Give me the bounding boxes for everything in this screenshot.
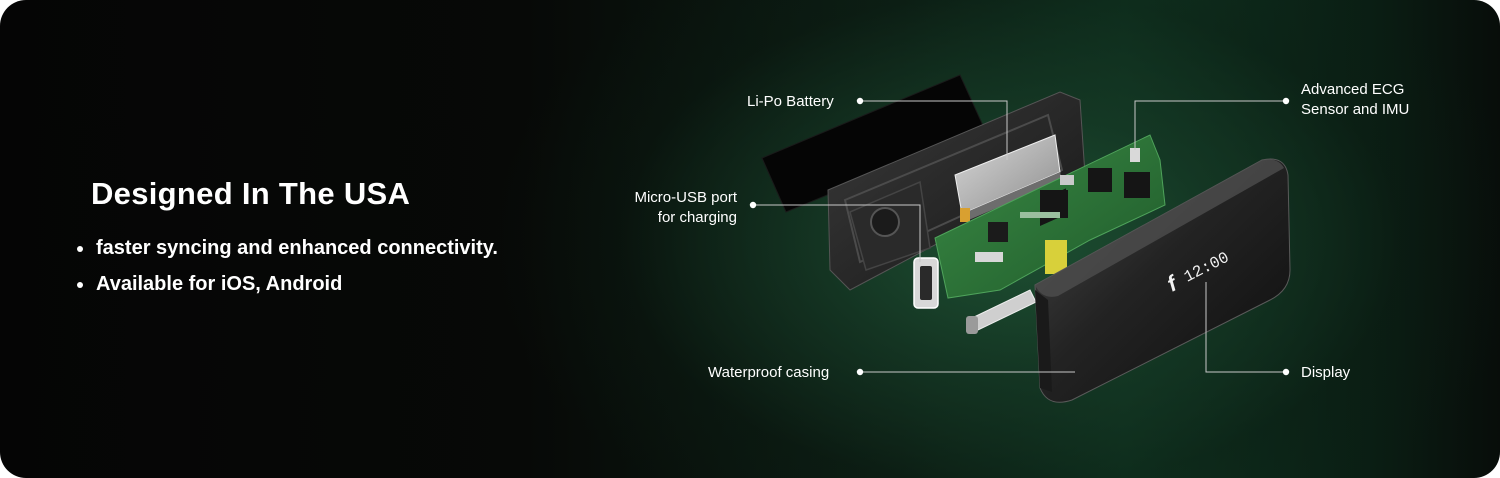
callout-usb-line1: Micro-USB port bbox=[634, 189, 737, 206]
feature-item-syncing: faster syncing and enhanced connectivity… bbox=[77, 234, 511, 262]
back-plate bbox=[827, 91, 1086, 291]
feature-panel: Designed In The USA faster syncing and e… bbox=[77, 176, 511, 306]
callout-usb: Micro-USB port for charging bbox=[596, 188, 737, 228]
feature-list: faster syncing and enhanced connectivity… bbox=[77, 234, 511, 298]
waterproof-casing bbox=[1034, 158, 1291, 403]
callout-ecg-line2: Sensor and IMU bbox=[1301, 101, 1410, 118]
callout-dots bbox=[749, 97, 1290, 376]
callout-waterproof: Waterproof casing bbox=[708, 364, 830, 381]
callout-ecg-line1: Advanced ECG bbox=[1301, 81, 1405, 98]
callout-usb-line2: for charging bbox=[657, 209, 737, 226]
battery-cell bbox=[954, 134, 1062, 222]
callout-battery: Li-Po Battery bbox=[747, 93, 834, 110]
vibration-motor bbox=[966, 289, 1037, 334]
callout-ecg: Advanced ECG Sensor and IMU bbox=[1301, 80, 1409, 120]
callout-display: Display bbox=[1301, 364, 1351, 381]
micro-usb-port bbox=[913, 257, 939, 309]
section-title: Designed In The USA bbox=[91, 176, 411, 211]
feature-item-platforms: Available for iOS, Android bbox=[77, 270, 511, 298]
callout-lines bbox=[753, 100, 1286, 373]
circuit-board bbox=[934, 134, 1166, 299]
